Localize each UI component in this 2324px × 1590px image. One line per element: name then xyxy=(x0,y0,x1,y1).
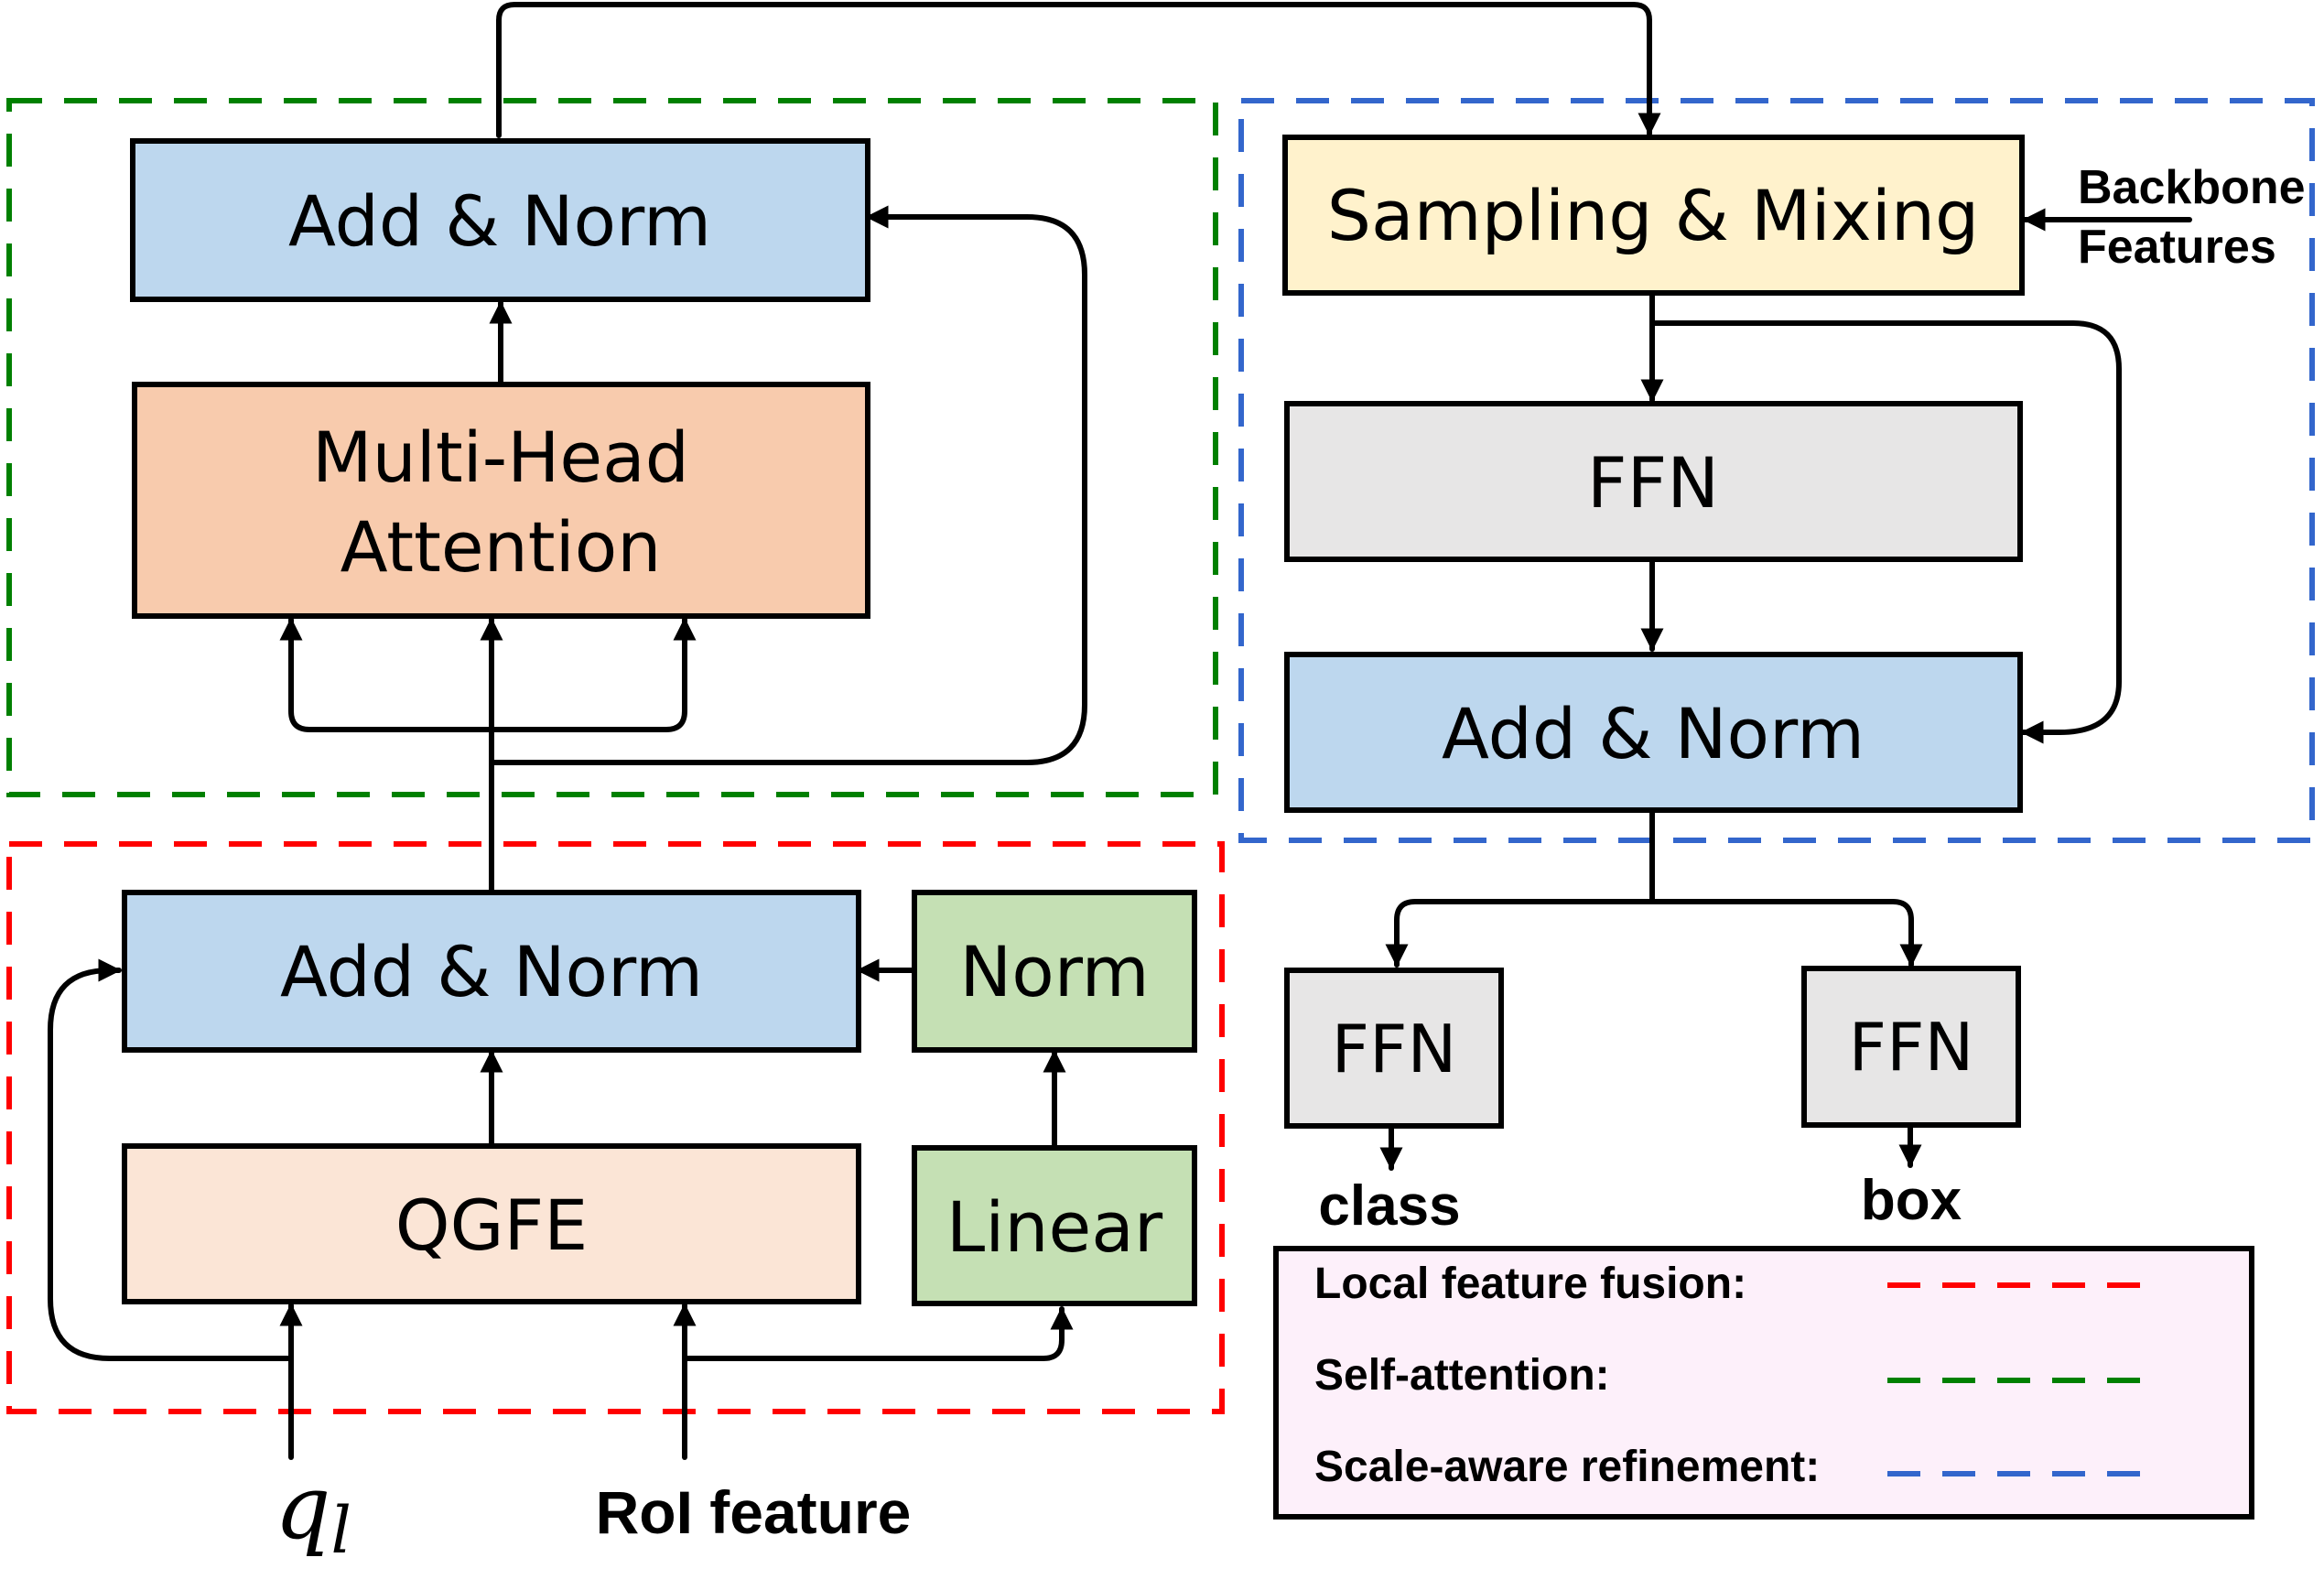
sr-add-norm-label: Add & Norm xyxy=(1442,693,1865,774)
to-box-ffn-arrow xyxy=(1649,899,1923,968)
backbone-features-label-line2: Features xyxy=(2078,221,2276,274)
sa-to-sampling-arrow xyxy=(496,2,1661,138)
box-ffn-label: FFN xyxy=(1849,1009,1974,1086)
class-output-label: class xyxy=(1318,1174,1460,1238)
multi-head-attention-box xyxy=(132,382,870,619)
sr-ffn-label: FFN xyxy=(1587,442,1719,524)
mha-label-line1: Multi-Head xyxy=(312,416,689,498)
sa-add-norm-box xyxy=(130,138,870,302)
legend-label-scale-aware: Scale-aware refinement: xyxy=(1314,1443,1820,1491)
roi-to-linear-arrow xyxy=(682,1306,1074,1361)
query-input-label: ql xyxy=(275,1456,351,1568)
legend-box xyxy=(1273,1246,2254,1520)
linear-box xyxy=(912,1145,1197,1306)
lf-add-norm-box xyxy=(122,890,861,1053)
mha-right-input-arrow xyxy=(489,617,697,732)
roi-feature-label: RoI feature xyxy=(596,1478,912,1546)
backbone-features-label-line1: Backbone xyxy=(2078,161,2306,214)
sampling-mixing-box xyxy=(1282,135,2025,296)
box-output-label: box xyxy=(1861,1169,1962,1232)
class-ffn-box xyxy=(1284,968,1504,1129)
sa-add-norm-label: Add & Norm xyxy=(288,180,711,262)
sr-add-norm-box xyxy=(1284,652,2023,813)
linear-label: Linear xyxy=(946,1186,1163,1268)
legend-label-local-fusion: Local feature fusion: xyxy=(1314,1260,1746,1308)
qgfe-label: QGFE xyxy=(395,1184,588,1266)
local-feature-fusion-region xyxy=(6,841,1225,1414)
box-ffn-box xyxy=(1801,966,2021,1128)
lf-add-norm-label: Add & Norm xyxy=(280,931,703,1012)
mha-label-line2: Attention xyxy=(340,506,662,588)
sampling-mixing-label: Sampling & Mixing xyxy=(1327,175,1980,256)
scale-aware-refinement-region xyxy=(1238,98,2315,843)
sr-residual-arrow xyxy=(1649,320,2122,744)
sa-residual-arrow xyxy=(489,205,1087,765)
legend-label-self-attention: Self-attention: xyxy=(1314,1351,1610,1400)
q-residual-arrow xyxy=(48,958,294,1361)
qgfe-box xyxy=(122,1143,861,1304)
norm-label: Norm xyxy=(959,931,1149,1012)
to-class-ffn-arrow xyxy=(1385,899,1655,968)
sr-ffn-box xyxy=(1284,401,2023,562)
norm-box xyxy=(912,890,1197,1053)
self-attention-region xyxy=(6,98,1218,797)
mha-left-input-arrow xyxy=(279,617,494,732)
class-ffn-label: FFN xyxy=(1332,1011,1457,1087)
